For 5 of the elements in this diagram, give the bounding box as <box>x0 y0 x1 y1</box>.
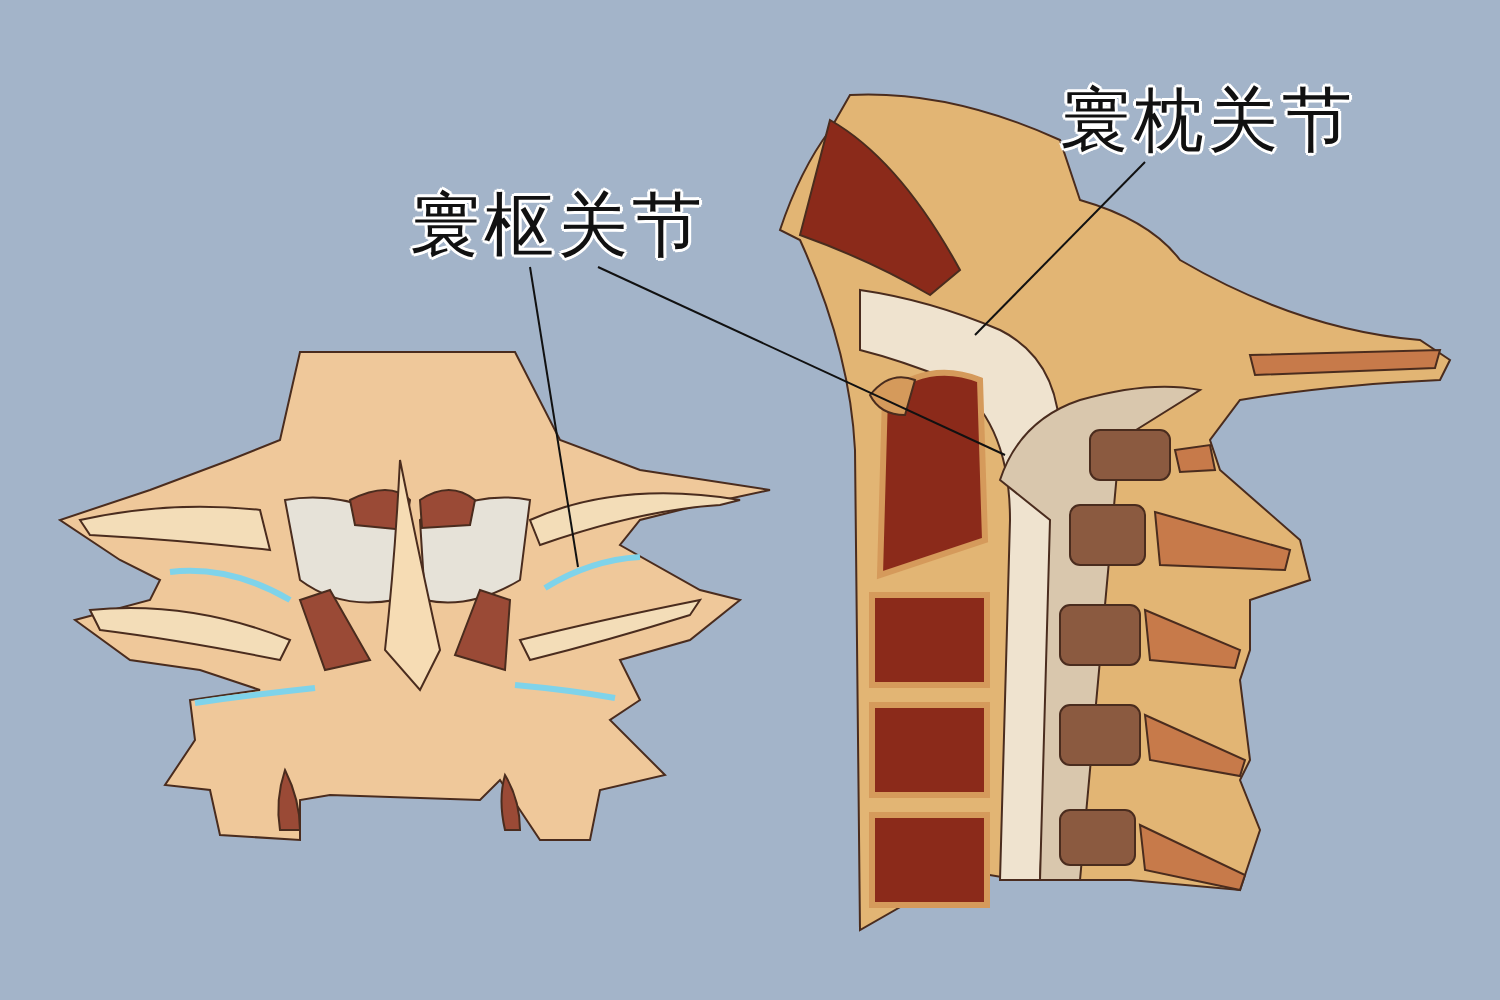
joint-label: 寰枕关节 <box>1060 80 1356 160</box>
leader-line <box>529 266 579 568</box>
leader-line <box>974 161 1146 336</box>
joint-label: 寰枢关节 <box>410 185 706 265</box>
leader-line <box>597 266 1006 456</box>
